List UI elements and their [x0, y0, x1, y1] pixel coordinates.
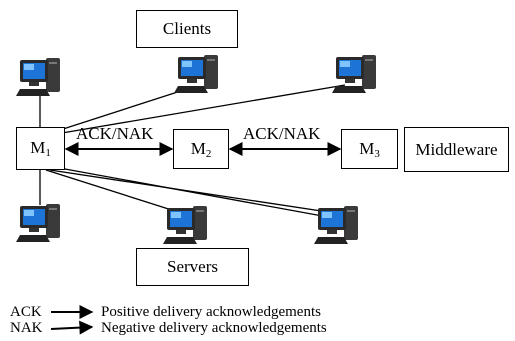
legend-arrow-nak — [50, 320, 94, 335]
middleware-label: Middleware — [415, 139, 498, 159]
servers-box: Servers — [136, 248, 249, 286]
clients-box: Clients — [136, 10, 238, 48]
legend-nak-abbr: NAK — [10, 320, 43, 336]
link-m1-server-2 — [45, 169, 179, 213]
legend-nak-text: Negative delivery acknowledgements — [101, 320, 327, 336]
servers-label: Servers — [167, 257, 218, 276]
legend-ack-text: Positive delivery acknowledgements — [101, 304, 321, 320]
m1-label: M1 — [30, 138, 51, 159]
m1-node: M1 — [16, 127, 65, 170]
desktop-computer-icon — [163, 206, 207, 244]
m2-label: M2 — [190, 138, 212, 160]
desktop-computer-icon — [16, 58, 60, 96]
desktop-computer-icon — [332, 55, 376, 93]
m3-node: M3 — [341, 129, 398, 169]
ack-nak-label-2: ACK/NAK — [243, 124, 321, 143]
m3-label: M3 — [359, 138, 380, 160]
desktop-computer-icon — [16, 204, 60, 242]
desktop-computer-icon — [174, 55, 218, 93]
desktop-computer-icon — [314, 206, 358, 244]
clients-label: Clients — [162, 19, 212, 38]
link-m1-server-3b — [53, 166, 329, 218]
m2-node: M2 — [173, 129, 229, 169]
ack-nak-label-1: ACK/NAK — [76, 124, 154, 143]
link-m1-client-2 — [59, 87, 191, 131]
middleware-box: Middleware — [404, 127, 509, 172]
link-m1-client-3 — [61, 84, 346, 134]
legend-ack-abbr: ACK — [10, 304, 42, 320]
